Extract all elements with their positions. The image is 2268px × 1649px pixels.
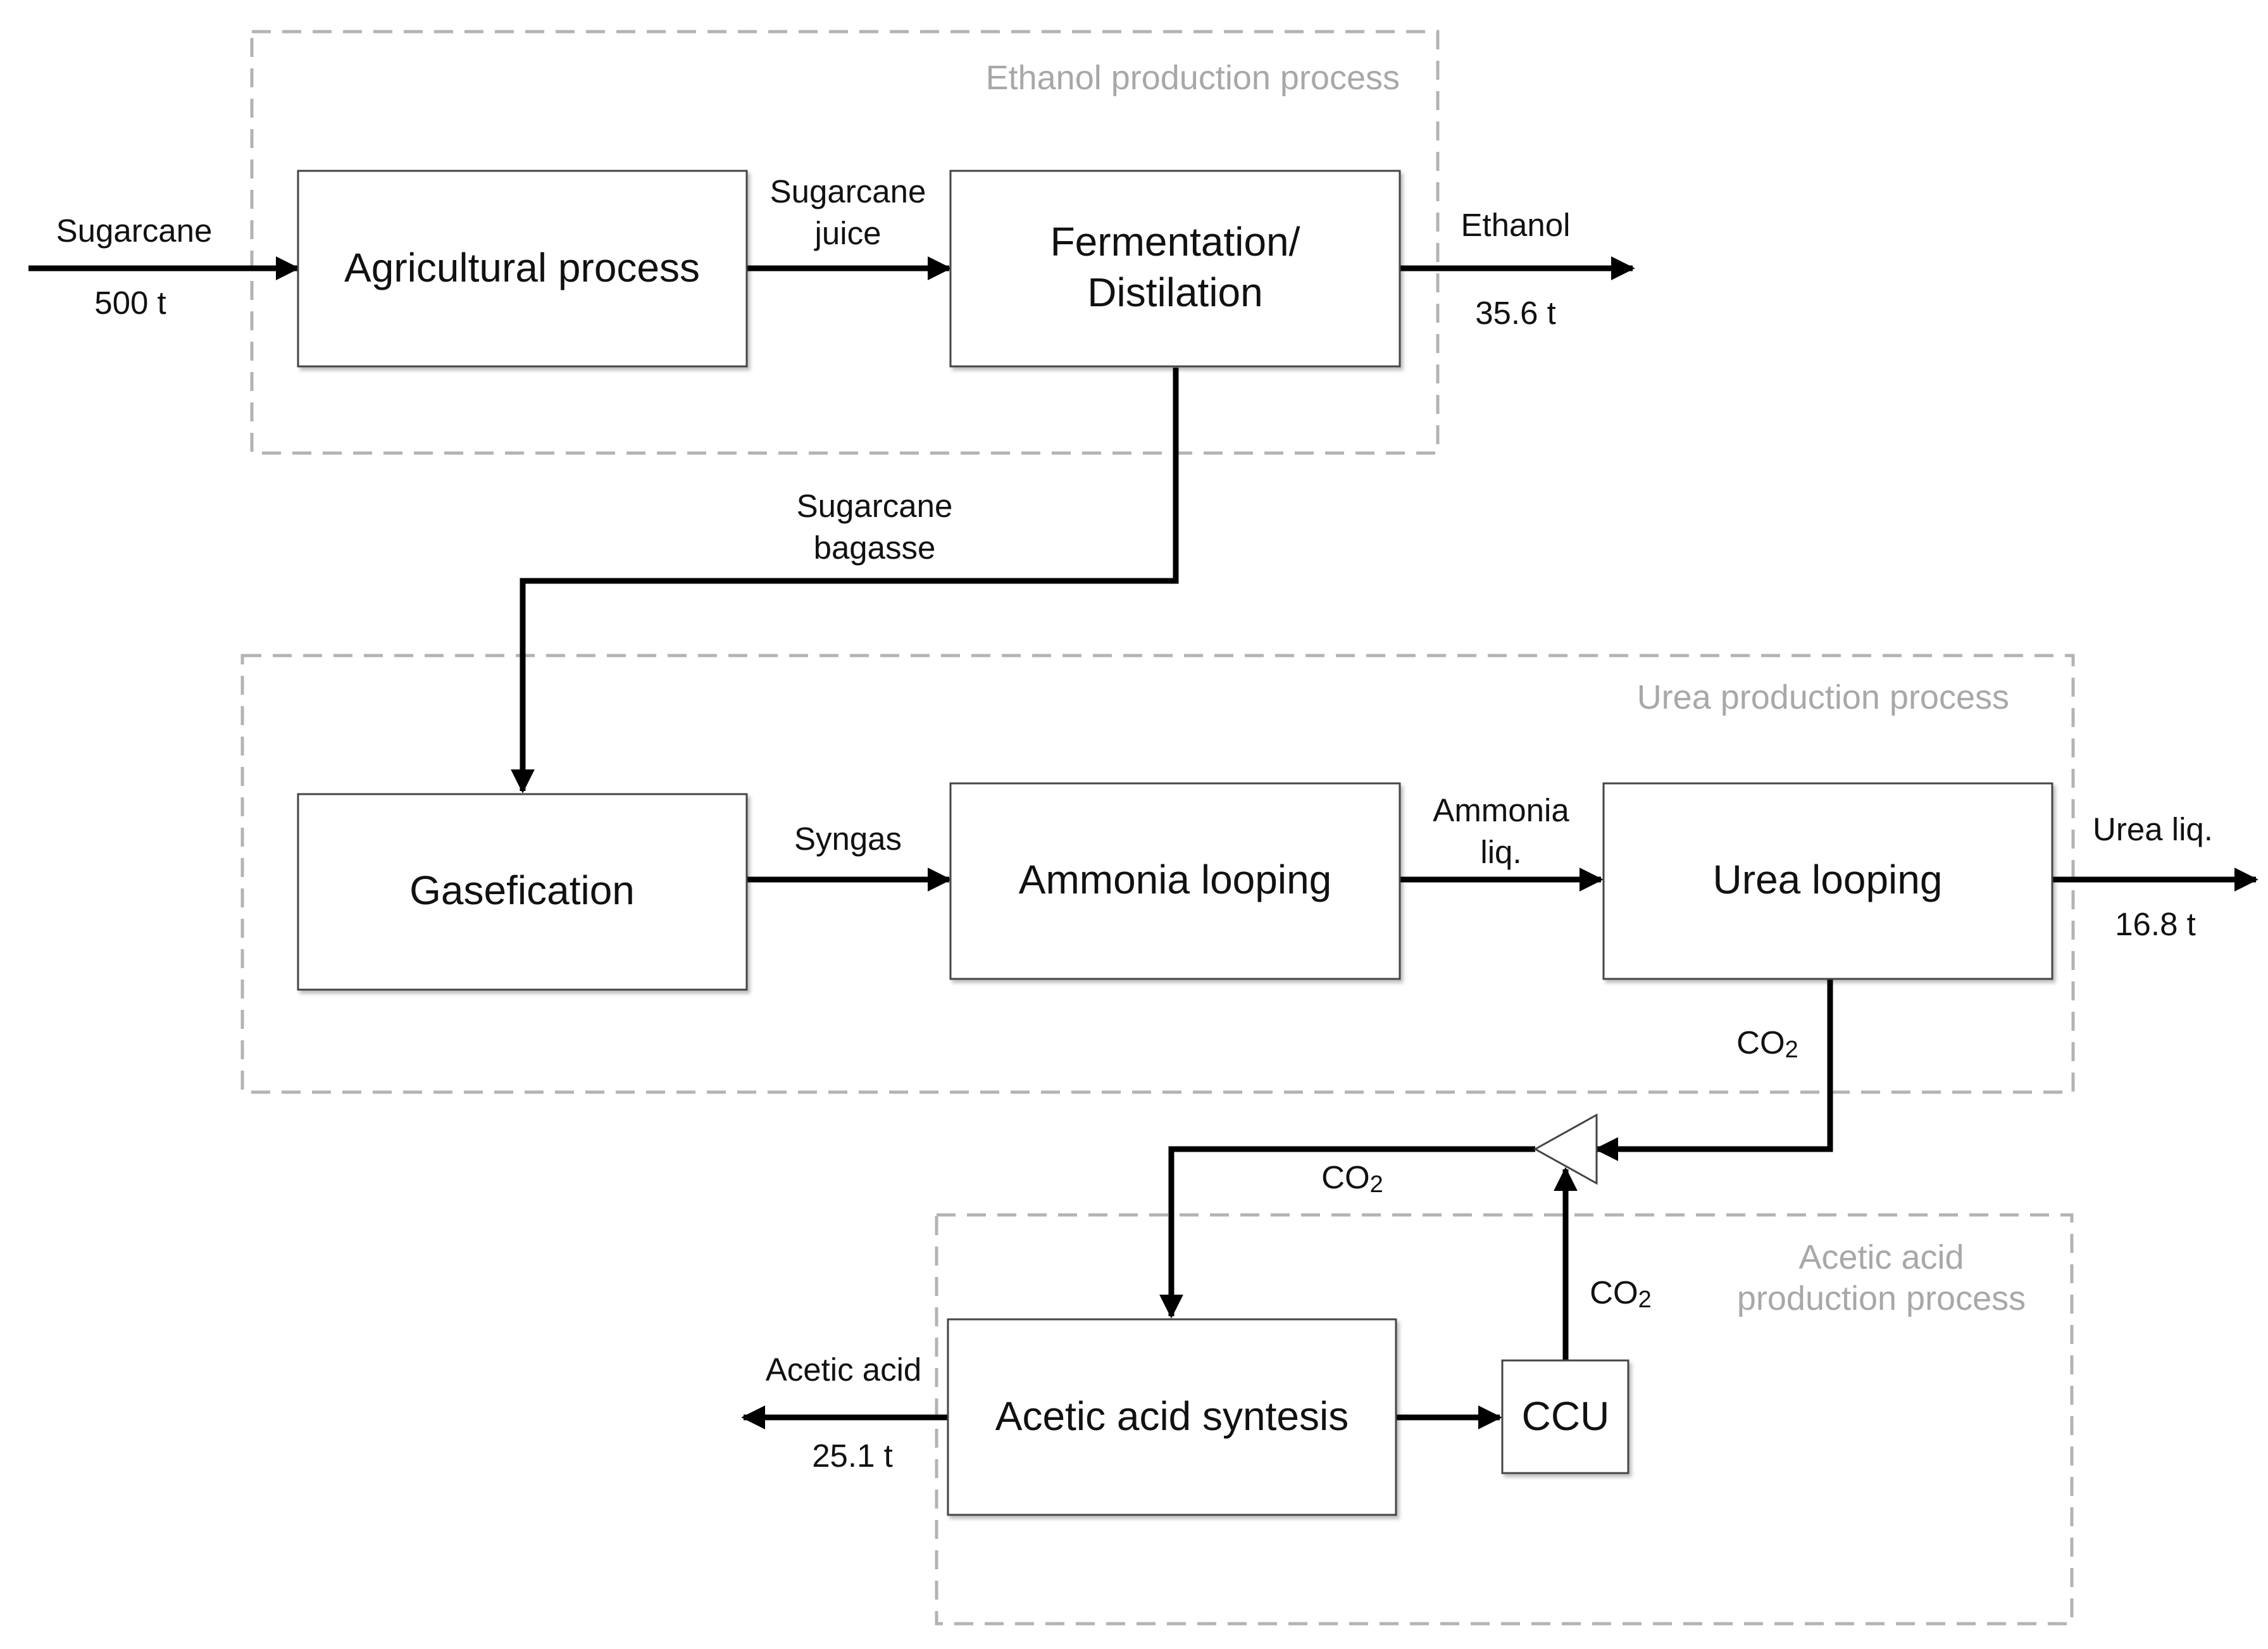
syngas-label: Syngas [794, 821, 902, 857]
acetic-acid-syntesis-label: Acetic acid syntesis [995, 1393, 1349, 1439]
agricultural-process-block [297, 170, 748, 368]
juice-label-line2: juice [814, 215, 882, 251]
ammonia-looping-block [949, 782, 1401, 980]
ethanol-process-group [250, 30, 1440, 455]
sugarcane-label: Sugarcane [56, 213, 213, 249]
acetic-group-title-line2: production process [1737, 1279, 2026, 1317]
acetic-acid-syntesis-block [947, 1318, 1397, 1516]
urea-looping-block [1602, 782, 2053, 980]
bagasse-label-line1: Sugarcane [797, 488, 953, 524]
ethanol-amount: 35.6 t [1475, 295, 1556, 331]
co2-mixer-triangle [1533, 1113, 1598, 1185]
acetic-process-group [935, 1213, 2074, 1626]
co2-label-mixed: CO2 [1321, 1159, 1383, 1198]
acetic-acid-amount: 25.1 t [812, 1438, 893, 1474]
urea-amount: 16.8 t [2115, 906, 2196, 942]
fermentation-distilation-block [949, 170, 1401, 368]
urea-liq-label: Urea liq. [2093, 811, 2213, 847]
ammonia-looping-label: Ammonia looping [1019, 857, 1332, 902]
agricultural-process-label: Agricultural process [344, 245, 700, 290]
sugarcane-amount: 500 t [94, 285, 166, 321]
ethanol-group-title: Ethanol production process [986, 59, 1400, 97]
urea-looping-label: Urea looping [1713, 857, 1943, 902]
fermentation-label-line1: Fermentation/ [1050, 219, 1300, 264]
ethanol-label: Ethanol [1461, 207, 1571, 243]
gasefication-block [297, 793, 748, 991]
juice-label-line1: Sugarcane [770, 173, 926, 209]
ccu-label: CCU [1522, 1393, 1610, 1439]
acetic-group-title-line1: Acetic acid [1798, 1238, 1964, 1276]
bagasse-label-line2: bagasse [814, 530, 936, 566]
urea-group-title: Urea production process [1637, 678, 2009, 716]
co2-label-urea: CO2 [1736, 1024, 1798, 1063]
co2-from-urea-arrow [1594, 979, 1833, 1161]
ccu-block [1501, 1359, 1629, 1474]
ammonia-label-line2: liq. [1480, 834, 1521, 870]
urea-process-group [240, 654, 2075, 1094]
gasefication-label: Gasefication [409, 868, 635, 913]
ammonia-label-line1: Ammonia [1433, 792, 1569, 828]
fermentation-label-line2: Distilation [1087, 270, 1262, 315]
co2-label-ccu: CO2 [1590, 1274, 1652, 1313]
co2-to-acetic-arrow [1159, 1146, 1535, 1319]
bagasse-arrow [511, 368, 1179, 793]
acetic-acid-label: Acetic acid [766, 1352, 922, 1388]
